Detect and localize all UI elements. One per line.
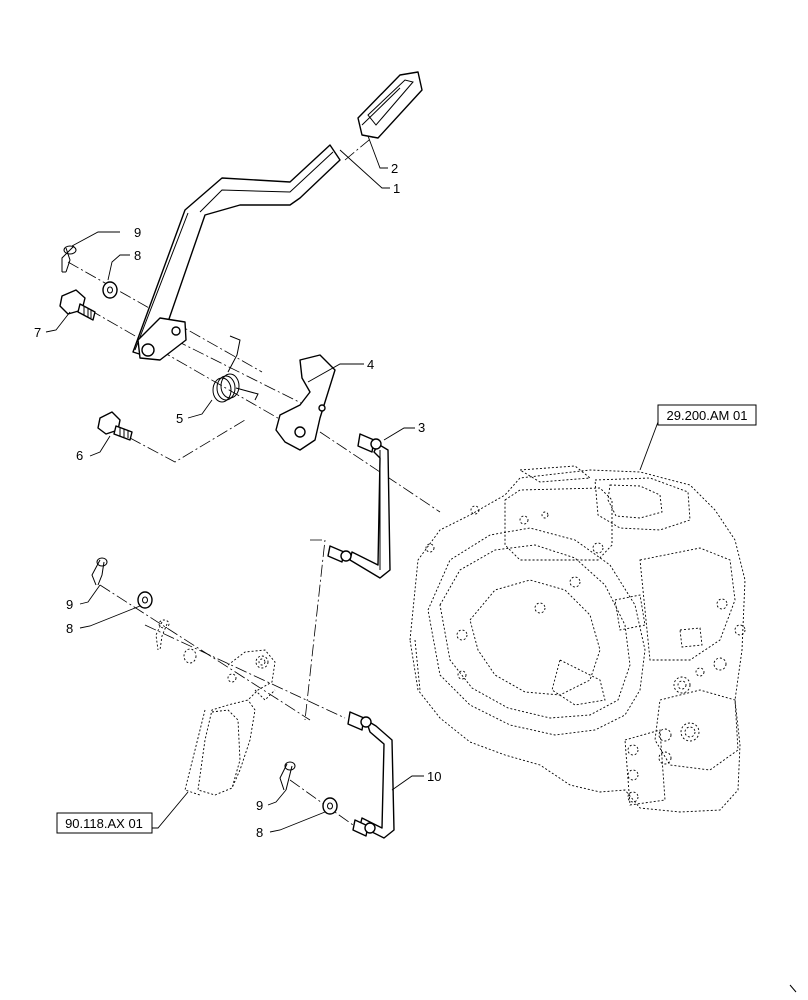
callout-8-middle: 8 — [66, 621, 73, 636]
callout-1: 1 — [393, 181, 400, 196]
callout-9-middle: 9 — [66, 597, 73, 612]
flange-bolt-7 — [59, 289, 96, 321]
control-rod-10 — [347, 711, 395, 839]
callout-10: 10 — [427, 769, 441, 784]
hairpin-clip-dotted — [155, 619, 170, 651]
reference-box-transmission: 29.200.AM 01 — [657, 404, 757, 426]
callout-9-lower: 9 — [256, 798, 263, 813]
corner-mark — [789, 984, 797, 993]
control-rod-3 — [327, 433, 391, 579]
callout-8-upper: 8 — [134, 248, 141, 263]
callout-8-lower: 8 — [256, 825, 263, 840]
reference-label-transmission: 29.200.AM 01 — [667, 408, 748, 423]
hairpin-clip-9-lower — [279, 761, 296, 791]
callout-7: 7 — [34, 325, 41, 340]
hairpin-clip-9-upper — [61, 245, 77, 273]
callout-leaders — [45, 135, 659, 833]
washer-8-upper — [102, 281, 118, 299]
callout-4: 4 — [367, 357, 374, 372]
washer-dotted — [183, 648, 197, 664]
flange-bolt-6 — [97, 411, 133, 441]
transmission-housing — [409, 465, 746, 813]
hairpin-clip-9-middle — [91, 557, 108, 586]
callout-6: 6 — [76, 448, 83, 463]
mounting-bracket — [275, 354, 336, 451]
pedal-lever — [132, 144, 341, 361]
callout-2: 2 — [391, 161, 398, 176]
callout-9-upper: 9 — [134, 225, 141, 240]
reference-box-seat-bracket: 90.118.AX 01 — [56, 812, 153, 834]
callout-numbers: 1 2 3 4 5 6 7 8 9 9 8 9 8 10 — [34, 161, 441, 840]
pedal-pad — [357, 71, 423, 139]
callout-5: 5 — [176, 411, 183, 426]
seat-bracket — [184, 649, 276, 796]
reference-label-seat-bracket: 90.118.AX 01 — [65, 816, 143, 831]
washer-8-middle — [137, 591, 153, 609]
torsion-spring — [212, 335, 259, 403]
washer-8-lower — [322, 797, 338, 815]
callout-3: 3 — [418, 420, 425, 435]
